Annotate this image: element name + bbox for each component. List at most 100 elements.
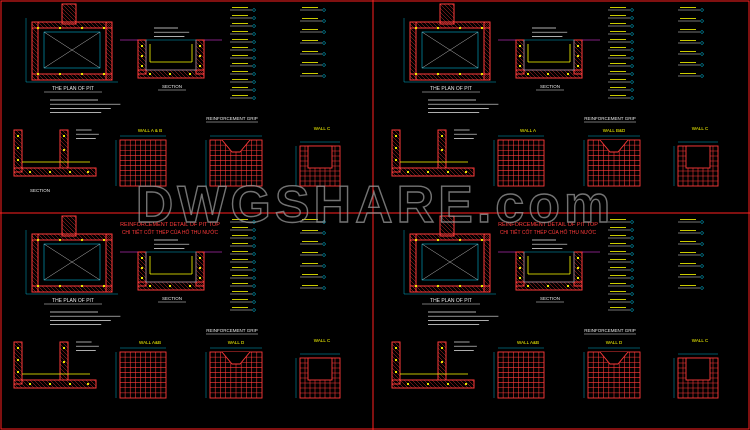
section-base-slab xyxy=(137,69,205,79)
hatch-line xyxy=(443,73,451,81)
hatch-line xyxy=(59,155,69,165)
hatch-line xyxy=(201,281,205,285)
hatch-line xyxy=(45,73,53,81)
tag-bubble xyxy=(252,72,256,76)
rebar-dot xyxy=(518,276,522,280)
tag-bubble xyxy=(252,88,256,92)
hatch-line xyxy=(483,63,491,71)
hatch-line xyxy=(443,129,447,133)
grid-notch xyxy=(221,139,251,153)
hatch-line xyxy=(471,21,479,29)
hatch-line xyxy=(485,21,491,27)
hatch-line xyxy=(443,341,447,345)
rebar-dot xyxy=(566,284,570,288)
hatch-line xyxy=(105,247,113,255)
hatch-line xyxy=(409,271,417,279)
hatch-line xyxy=(195,57,205,67)
grid-border xyxy=(497,351,545,399)
hatch-line xyxy=(467,233,475,241)
hatch-line xyxy=(31,243,39,251)
hatch-line xyxy=(431,233,439,241)
rebar-dot xyxy=(16,134,20,138)
hatch-line xyxy=(85,379,95,389)
hatch-line xyxy=(515,281,525,291)
tag-bubble xyxy=(252,16,256,20)
hatch-line xyxy=(93,379,97,383)
hatch-line xyxy=(189,69,199,79)
tag-bubble xyxy=(630,228,634,232)
hatch-line xyxy=(105,233,113,241)
tag-bubble xyxy=(630,252,634,256)
hatch-line xyxy=(409,287,415,293)
rebar-dot xyxy=(394,358,398,362)
hatch-line xyxy=(105,39,113,47)
hatch-line xyxy=(81,21,89,29)
hatch-line xyxy=(45,233,53,241)
hatch-line xyxy=(423,21,431,29)
hatch-line xyxy=(519,281,529,291)
hatch-line xyxy=(573,57,583,67)
hatch-line xyxy=(13,363,23,373)
hatch-line xyxy=(439,15,449,25)
hatch-line xyxy=(13,147,23,157)
hatch-line xyxy=(105,255,113,263)
hatch-line xyxy=(573,281,579,287)
hatch-line xyxy=(65,73,73,81)
rebar-dot xyxy=(518,256,522,260)
hatch-line xyxy=(515,257,525,267)
plan-of-pit: THE PLAN OF PIT xyxy=(25,215,121,325)
hatch-line xyxy=(437,367,447,377)
center-subtitle: CHI TIẾT CỐT THÉP CỦA HỐ THU NƯỚC xyxy=(122,229,219,236)
rebar-dot xyxy=(16,158,20,162)
tag-bubble xyxy=(252,300,256,304)
hatch-line xyxy=(439,285,447,293)
detail-notes xyxy=(454,341,477,351)
hatch-line xyxy=(463,73,471,81)
hatch-line xyxy=(107,233,113,239)
section-title: SECTION xyxy=(540,296,560,301)
hatch-line xyxy=(13,359,23,369)
rebar-dot xyxy=(58,284,62,288)
hatch-line xyxy=(31,47,39,55)
wall-c-label: WALL C xyxy=(314,338,331,343)
hatch-line xyxy=(37,233,45,241)
hatch-line xyxy=(483,47,491,55)
rebar-dot xyxy=(576,54,580,58)
hatch-line xyxy=(13,167,23,177)
hatch-line xyxy=(31,279,39,287)
hatch-line xyxy=(391,135,401,145)
hatch-line xyxy=(137,69,147,79)
hatch-line xyxy=(85,21,93,29)
hatch-line xyxy=(431,73,439,81)
hatch-line xyxy=(73,167,83,177)
hatch-line xyxy=(61,73,69,81)
hatch-line xyxy=(13,171,19,177)
rebar-dot xyxy=(414,72,418,76)
hatch-line xyxy=(447,379,457,389)
hatch-line xyxy=(73,215,77,219)
wall-ab-label: WALL A xyxy=(520,128,536,133)
rebar-tag-column-right xyxy=(678,7,704,78)
hatch-line xyxy=(515,49,525,59)
hatch-line xyxy=(105,73,113,81)
hatch-line xyxy=(551,69,561,79)
hatch-line xyxy=(61,3,77,19)
hatch-line xyxy=(415,167,425,177)
hatch-line xyxy=(85,73,93,81)
hatch-line xyxy=(483,247,491,255)
detail-wall-mid xyxy=(437,341,447,381)
hatch-line xyxy=(69,21,77,29)
tag-bubble xyxy=(630,268,634,272)
hatch-line xyxy=(437,371,447,381)
tag-bubble xyxy=(700,220,704,224)
hatch-line xyxy=(31,59,39,67)
hatch-line xyxy=(407,167,417,177)
hatch-line xyxy=(579,281,583,285)
hatch-line xyxy=(195,269,205,279)
grid-wall-ab xyxy=(115,347,167,399)
hatch-line xyxy=(579,69,583,73)
